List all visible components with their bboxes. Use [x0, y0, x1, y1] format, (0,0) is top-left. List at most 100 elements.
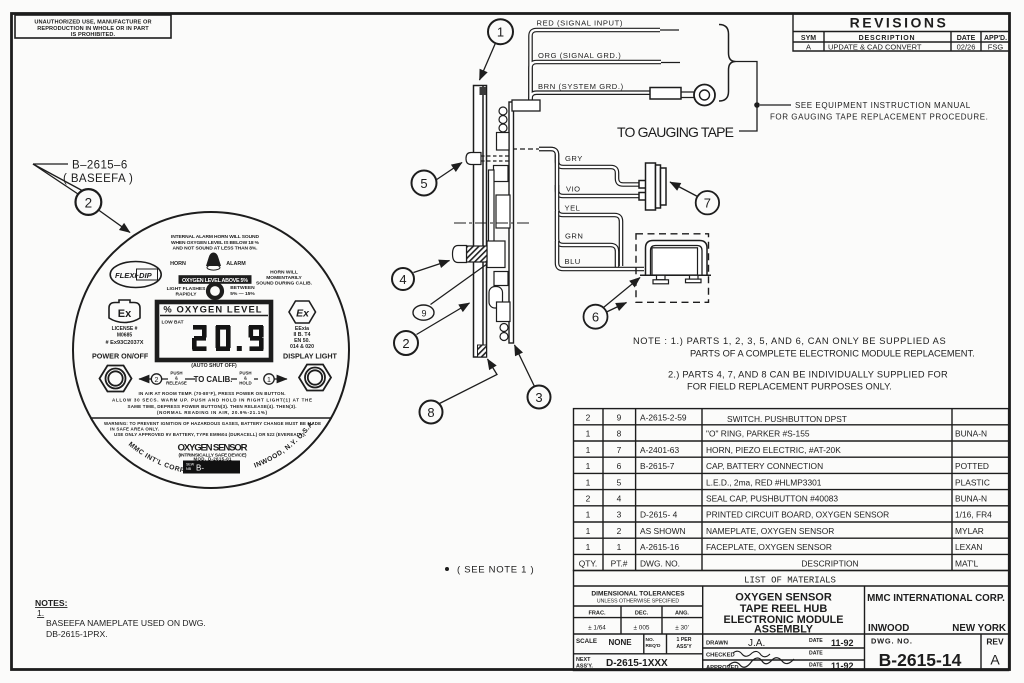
svg-text:TO CALIB.: TO CALIB. [194, 375, 233, 384]
svg-text:VIO: VIO [566, 185, 581, 194]
svg-text:2: 2 [617, 526, 622, 536]
svg-text:( SEE NOTE 1 ): ( SEE NOTE 1 ) [457, 565, 534, 576]
svg-text:DATE: DATE [809, 638, 823, 644]
svg-text:FLEXI·DIP: FLEXI·DIP [115, 271, 153, 280]
svg-text:OXYGEN SENSOR: OXYGEN SENSOR [735, 592, 832, 604]
svg-text:7: 7 [704, 196, 711, 211]
svg-text:5: 5 [420, 176, 427, 191]
svg-text:5: 5 [617, 477, 622, 487]
svg-text:1: 1 [617, 542, 622, 552]
svg-text:± 1/64: ± 1/64 [588, 625, 606, 632]
svg-text:PARTS OF A COMPLETE ELECTRONIC: PARTS OF A COMPLETE ELECTRONIC MODULE RE… [690, 349, 975, 359]
svg-text:DATE: DATE [809, 663, 823, 669]
svg-text:TO GAUGING TAPE: TO GAUGING TAPE [617, 124, 734, 140]
svg-text:APPROVED: APPROVED [706, 665, 739, 671]
svg-text:± 30': ± 30' [675, 625, 689, 632]
svg-text:1: 1 [586, 542, 591, 552]
svg-text:BETWEEN: BETWEEN [230, 285, 255, 291]
svg-text:II B. T4: II B. T4 [293, 332, 310, 338]
svg-text:A: A [806, 43, 811, 52]
svg-text:QTY.: QTY. [579, 558, 597, 568]
svg-text:MYLAR: MYLAR [955, 526, 984, 536]
svg-text:HOLD: HOLD [239, 380, 251, 385]
svg-text:MOD. D-2615-01: MOD. D-2615-01 [194, 456, 233, 461]
svg-text:11-92: 11-92 [831, 638, 854, 648]
svg-text:DEC.: DEC. [635, 611, 649, 617]
svg-text:8: 8 [427, 405, 434, 420]
svg-text:INWOOD, N.Y. U.S.A.: INWOOD, N.Y. U.S.A. [253, 419, 316, 470]
svg-text:SWITCH. PUSHBUTTON DPST: SWITCH. PUSHBUTTON DPST [727, 414, 847, 424]
svg-text:1: 1 [586, 526, 591, 536]
svg-text:FACEPLATE, OXYGEN SENSOR: FACEPLATE, OXYGEN SENSOR [706, 542, 832, 552]
svg-text:1/16, FR4: 1/16, FR4 [955, 510, 992, 520]
svg-text:FRAC.: FRAC. [588, 611, 606, 617]
svg-text:02/26: 02/26 [957, 43, 976, 52]
svg-text:NONE: NONE [608, 638, 632, 647]
svg-text:FOR GAUGING TAPE REPLACEMENT P: FOR GAUGING TAPE REPLACEMENT PROCEDURE. [770, 113, 988, 122]
svg-text:ELECTRONIC MODULE: ELECTRONIC MODULE [724, 614, 844, 626]
svg-text:PRINTED CIRCUIT BOARD, OXYGEN: PRINTED CIRCUIT BOARD, OXYGEN SENSOR [706, 510, 889, 520]
svg-text:MAT'L: MAT'L [955, 558, 979, 568]
svg-text:B-: B- [196, 464, 204, 473]
svg-text:WHEN OXYGEN LEVEL IS BELOW 18: WHEN OXYGEN LEVEL IS BELOW 18 % [171, 240, 260, 246]
svg-text:REV: REV [986, 637, 1004, 647]
svg-text:UNAUTHORIZED USE, MANUFACTURE: UNAUTHORIZED USE, MANUFACTURE OR [34, 19, 151, 25]
svg-text:% OXYGEN LEVEL: % OXYGEN LEVEL [163, 304, 262, 315]
svg-text:UPDATE & CAD CONVERT: UPDATE & CAD CONVERT [828, 43, 922, 52]
svg-text:SOUND DURING CALIB.: SOUND DURING CALIB. [256, 281, 313, 287]
svg-text:APP'D.: APP'D. [984, 35, 1007, 42]
svg-text:(AUTO SHUT OFF): (AUTO SHUT OFF) [191, 363, 237, 369]
svg-text:DESCRIPTION: DESCRIPTION [859, 35, 916, 42]
svg-text:1: 1 [586, 445, 591, 455]
svg-text:2: 2 [586, 413, 591, 423]
svg-text:1: 1 [497, 25, 504, 40]
svg-text:1 PER: 1 PER [677, 637, 692, 643]
svg-text:NB: NB [186, 467, 192, 471]
svg-text:TAPE REEL HUB: TAPE REEL HUB [740, 603, 828, 615]
svg-text:BASEEFA NAMEPLATE USED ON DWG.: BASEEFA NAMEPLATE USED ON DWG. [46, 618, 206, 628]
svg-text:B–2615–6: B–2615–6 [72, 160, 128, 172]
svg-text:LICENSE #: LICENSE # [112, 326, 138, 332]
svg-text:BLU: BLU [565, 257, 581, 266]
svg-text:POTTED: POTTED [955, 461, 989, 471]
svg-text:2: 2 [155, 377, 159, 384]
svg-text:ORG (SIGNAL GRD.): ORG (SIGNAL GRD.) [538, 51, 621, 60]
svg-text:DWG. NO.: DWG. NO. [640, 558, 680, 568]
svg-text:11-92: 11-92 [831, 661, 854, 671]
svg-text:REVISIONS: REVISIONS [850, 15, 949, 31]
svg-text:INTERNAL ALARM HORN WILL SOUND: INTERNAL ALARM HORN WILL SOUND [171, 234, 259, 240]
svg-text:1.: 1. [37, 608, 44, 618]
svg-text:LEXAN: LEXAN [955, 542, 982, 552]
svg-text:DRAWN: DRAWN [706, 641, 728, 647]
svg-text:ASS'Y.: ASS'Y. [576, 664, 593, 670]
svg-text:2: 2 [586, 494, 591, 504]
svg-text:GRY: GRY [565, 154, 583, 163]
svg-text:LIGHT FLASHES: LIGHT FLASHES [167, 286, 207, 292]
svg-text:GRN: GRN [565, 232, 583, 241]
svg-text:MOMENTARILY: MOMENTARILY [266, 275, 302, 281]
svg-text:7: 7 [617, 445, 622, 455]
svg-text:BUNA-N: BUNA-N [955, 429, 987, 439]
svg-text:FSG: FSG [988, 43, 1004, 52]
svg-text:9: 9 [617, 413, 622, 423]
svg-text:( BASEEFA ): ( BASEEFA ) [63, 173, 133, 185]
svg-text:EN 50.: EN 50. [294, 338, 310, 344]
svg-text:DISPLAY LIGHT: DISPLAY LIGHT [283, 352, 338, 361]
svg-text:RELEASE: RELEASE [166, 380, 187, 385]
svg-text:D-2615- 4: D-2615- 4 [640, 510, 678, 520]
svg-text:Ex: Ex [296, 308, 310, 320]
svg-text:B-2615-14: B-2615-14 [879, 650, 962, 670]
svg-text:DB-2615-1PRX.: DB-2615-1PRX. [46, 629, 108, 639]
svg-text:NEW YORK: NEW YORK [952, 623, 1006, 634]
svg-text:8: 8 [617, 429, 622, 439]
svg-text:DIMENSIONAL TOLERANCES: DIMENSIONAL TOLERANCES [591, 591, 685, 598]
svg-text:NEXT: NEXT [576, 657, 591, 663]
svg-text:CAP, BATTERY CONNECTION: CAP, BATTERY CONNECTION [706, 461, 823, 471]
svg-text:1: 1 [267, 377, 271, 384]
svg-text:PLASTIC: PLASTIC [955, 477, 990, 487]
svg-text:4: 4 [399, 272, 406, 287]
svg-text:A-2615-2-59: A-2615-2-59 [640, 413, 687, 423]
svg-text:OXYGEN LEVEL ABOVE 5%: OXYGEN LEVEL ABOVE 5% [182, 278, 248, 284]
svg-text:SAME TIME, DEPRESS POWER BUTTO: SAME TIME, DEPRESS POWER BUTTON(3). THEN… [128, 404, 297, 409]
svg-text:LIST OF MATERIALS: LIST OF MATERIALS [744, 576, 836, 586]
